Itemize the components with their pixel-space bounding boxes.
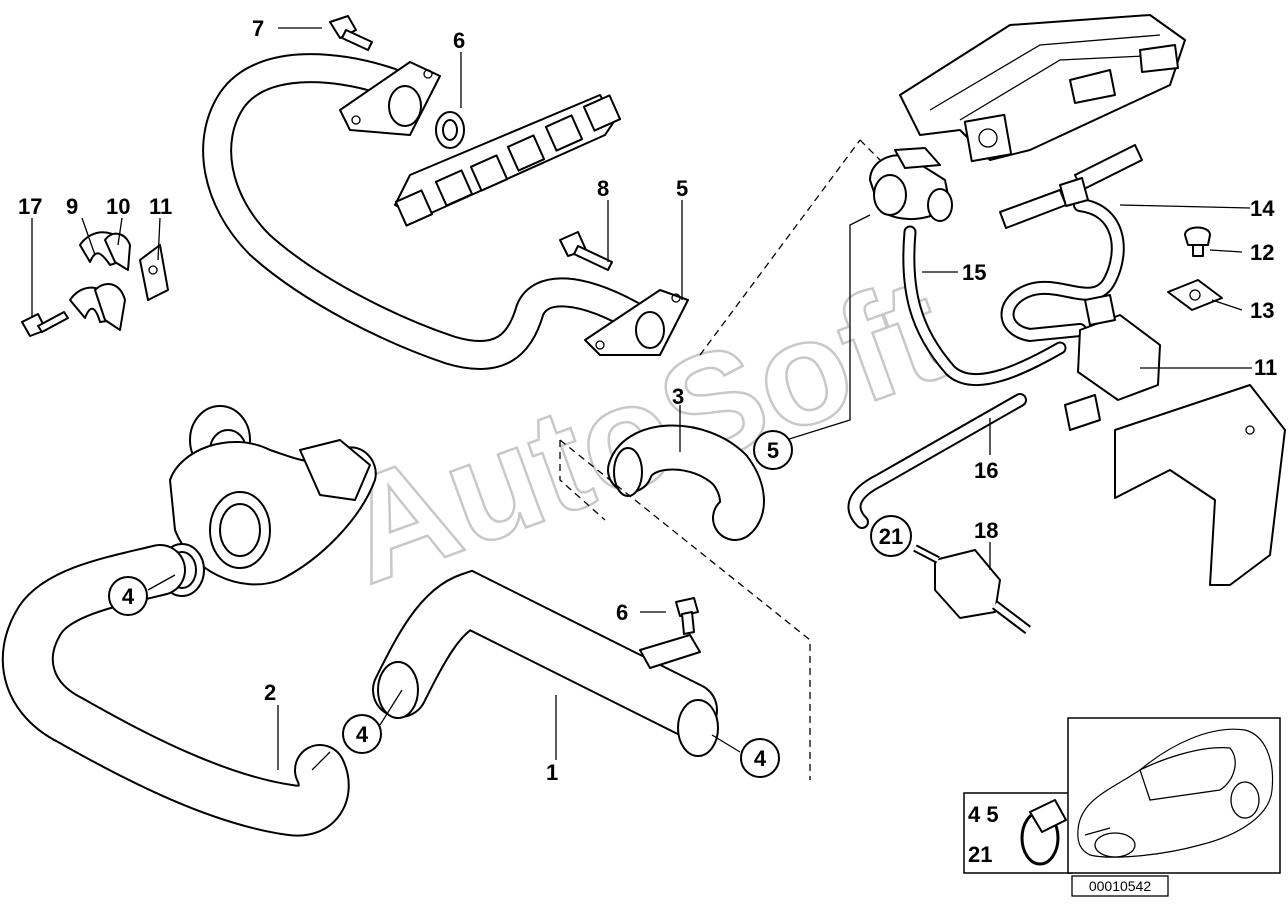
- callout-4c-circled: 4: [740, 738, 780, 778]
- charge-pipe-1: [372, 569, 719, 757]
- bolt-9: [329, 15, 373, 51]
- callouts: 7 6 8 5 17 9 10 11 14 12 13 11 15 16 18 …: [18, 16, 1277, 785]
- callout-5-circled: 5: [753, 430, 793, 470]
- callout-3: 3: [672, 384, 684, 409]
- callout-9: 7: [252, 16, 264, 41]
- svg-text:4: 4: [356, 722, 369, 747]
- image-code: 00010542: [1089, 878, 1152, 894]
- callout-1: 1: [546, 760, 558, 785]
- callout-4b-circled: 4: [342, 714, 382, 754]
- clip-nut-16: [1167, 279, 1223, 311]
- filter-19: [913, 544, 1032, 634]
- legend-line-1: 4 5: [968, 802, 999, 827]
- guide-lines: [559, 139, 881, 780]
- legend-line-2: 21: [968, 842, 992, 867]
- svg-text:5: 5: [767, 438, 779, 463]
- svg-text:4: 4: [754, 746, 767, 771]
- hose-clamps-11: [69, 231, 131, 331]
- intake-manifold: [899, 14, 1186, 163]
- callout-16: 13: [1250, 298, 1274, 323]
- vacuum-pipe-17: [999, 144, 1143, 343]
- hose-18: [902, 225, 1067, 386]
- svg-text:21: 21: [879, 524, 903, 549]
- vehicle-thumbnail: [1067, 717, 1281, 874]
- seal-ring: [435, 111, 465, 149]
- car-icon: [1077, 728, 1274, 858]
- callout-19: 18: [974, 518, 998, 543]
- hose-clamp-icon: [1020, 799, 1067, 866]
- callout-6: 6: [616, 600, 628, 625]
- callout-11b: 10: [106, 194, 130, 219]
- exhaust-manifold: [394, 94, 622, 227]
- bolt-10: [559, 231, 613, 271]
- hose-2: [1, 544, 350, 837]
- callout-20: 16: [974, 458, 998, 483]
- hose-20: [847, 393, 1027, 529]
- callout-7: 5: [676, 176, 688, 201]
- callout-13: 17: [18, 194, 42, 219]
- callout-10: 8: [597, 176, 609, 201]
- callout-11a: 9: [66, 194, 78, 219]
- legend-box: 4 5 21: [963, 792, 1073, 874]
- bracket-12: [139, 244, 169, 301]
- pressure-converter-14: [1064, 294, 1161, 431]
- callout-15: 12: [1250, 240, 1274, 265]
- turbocharger: [159, 405, 377, 597]
- callout-14: 11: [1254, 355, 1277, 380]
- bolt-13: [21, 311, 69, 337]
- bolt-6: [675, 597, 699, 635]
- egr-flange-upper: [339, 61, 441, 136]
- callout-2: 2: [264, 680, 276, 705]
- screw-15: [1184, 226, 1211, 257]
- egr-valve: [869, 147, 953, 222]
- image-code-box: 00010542: [1071, 875, 1169, 897]
- hose-3: [607, 424, 765, 541]
- egr-pipe: [202, 53, 655, 370]
- leader-lines: [31, 27, 1252, 771]
- callout-21-circled: 21: [870, 515, 912, 557]
- heat-shield: [1114, 384, 1286, 586]
- callout-4a-circled: 4: [108, 576, 148, 616]
- svg-text:4: 4: [122, 584, 135, 609]
- egr-flange-lower: [584, 289, 689, 356]
- callout-17: 14: [1250, 196, 1275, 221]
- callout-18: 15: [962, 260, 986, 285]
- callout-8: 6: [453, 28, 465, 53]
- callout-12: 11: [149, 194, 172, 219]
